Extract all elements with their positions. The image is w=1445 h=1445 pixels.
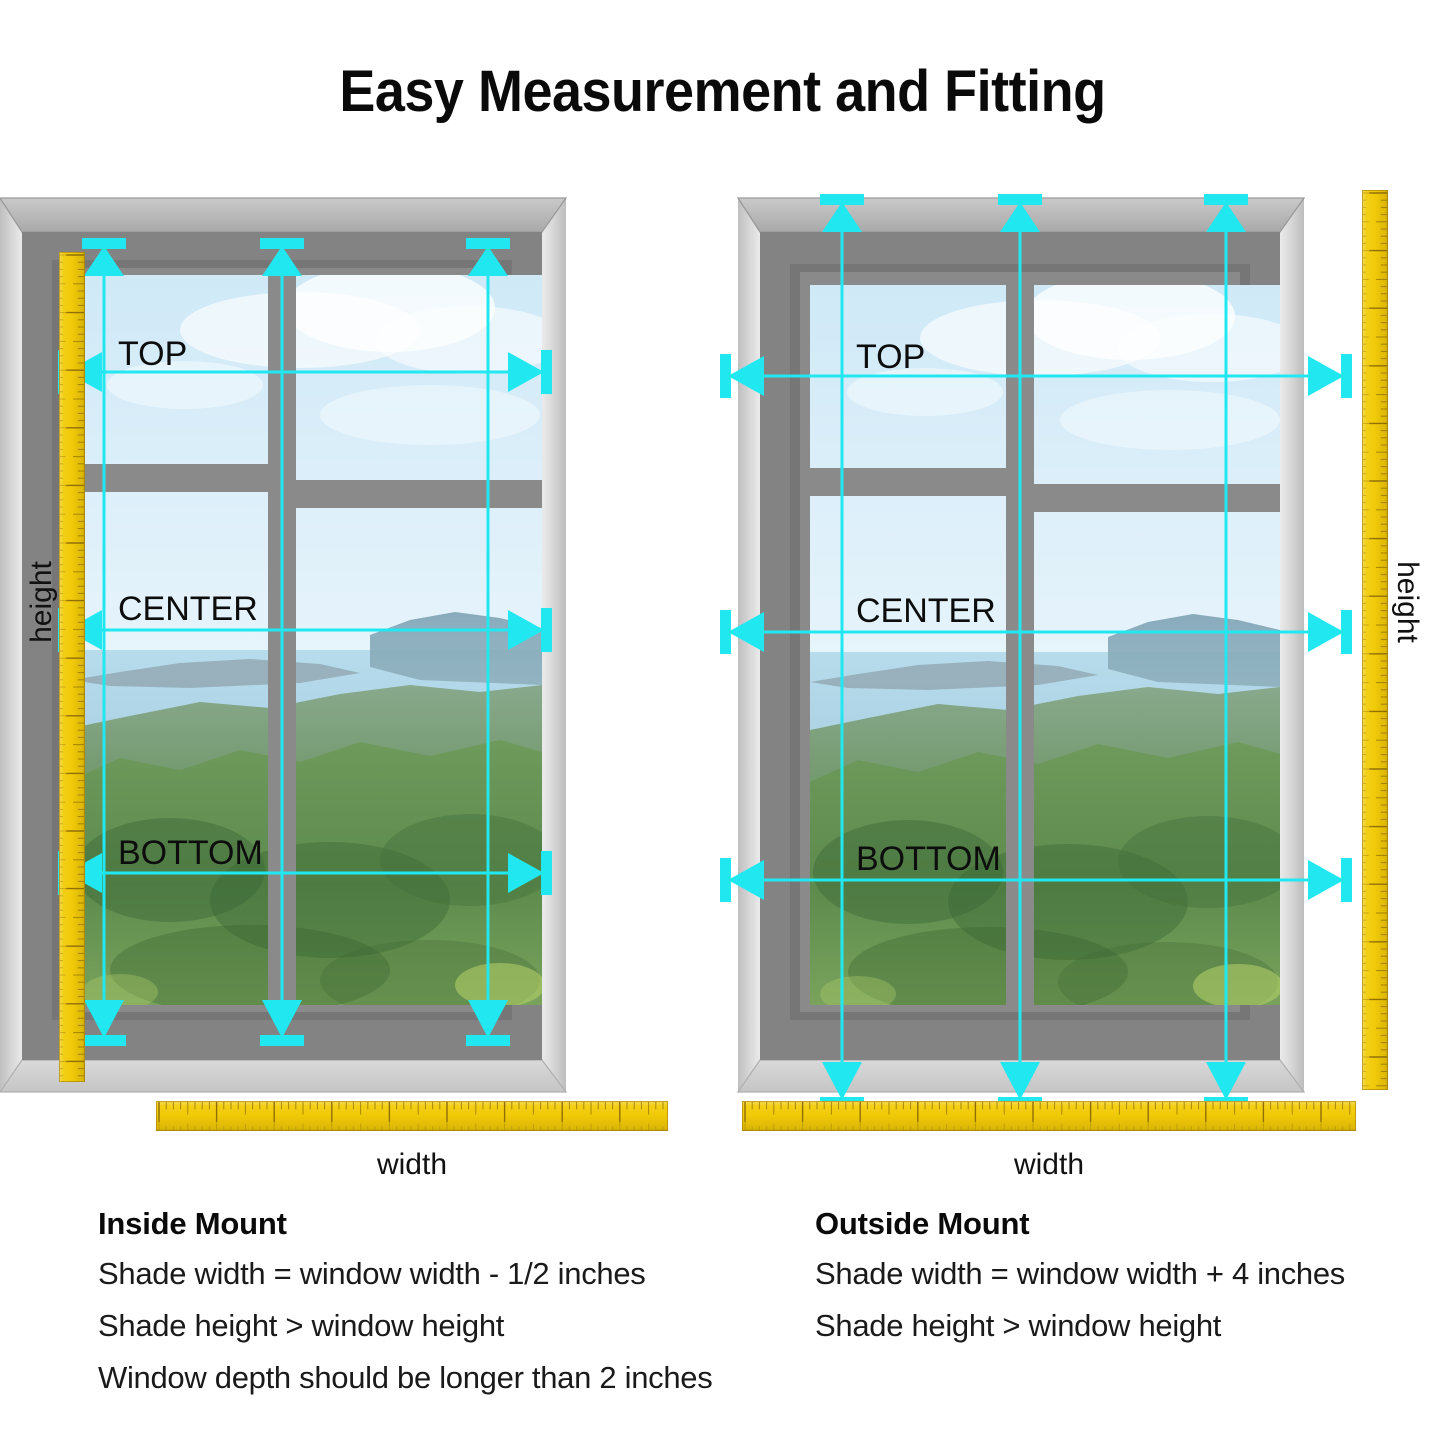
height-label-right: height <box>1391 561 1424 643</box>
measurement-overlay <box>720 194 1352 1108</box>
pane-label-bottom: BOTTOM <box>118 834 263 872</box>
arrow-right-group <box>508 350 552 895</box>
outside-mount-line-1: Shade width = window width + 4 inches <box>815 1256 1346 1291</box>
outside-mount-heading: Outside Mount <box>815 1206 1030 1241</box>
pane-label-center: CENTER <box>118 590 258 628</box>
inside-mount-line-2: Shade height > window height <box>98 1308 505 1343</box>
arrow-right-group <box>1308 354 1352 902</box>
outside-mount-notes: Outside Mount Shade width = window width… <box>815 1206 1445 1360</box>
width-label-left: width <box>376 1148 448 1181</box>
inside-mount-line-1: Shade width = window width - 1/2 inches <box>98 1256 646 1291</box>
arrow-down-group <box>82 1000 510 1046</box>
width-label-right: width <box>1013 1148 1085 1181</box>
inside-mount-heading: Inside Mount <box>98 1206 287 1241</box>
width-ruler-left <box>156 1101 668 1131</box>
width-ruler-right <box>742 1101 1356 1131</box>
arrow-left-group <box>720 354 764 902</box>
outside-mount-diagram: TOP CENTER BOTTOM <box>720 194 1352 1108</box>
pane-label-top: TOP <box>856 338 925 376</box>
arrow-up-group <box>82 238 510 276</box>
inside-mount-diagram: TOP CENTER BOTTOM <box>0 197 568 1093</box>
pane-label-bottom: BOTTOM <box>856 840 1001 878</box>
inside-mount-notes: Inside Mount Shade width = window width … <box>98 1206 818 1412</box>
window-glass-view <box>72 275 542 1005</box>
pane-label-center: CENTER <box>856 592 996 630</box>
page-title: Easy Measurement and Fitting <box>339 59 1106 124</box>
arrow-up-group <box>820 194 1248 232</box>
height-ruler-left <box>59 252 85 1082</box>
inside-mount-line-3: Window depth should be longer than 2 inc… <box>98 1360 713 1395</box>
outside-mount-line-2: Shade height > window height <box>815 1308 1222 1343</box>
pane-label-top: TOP <box>118 335 187 373</box>
height-label-left: height <box>25 561 58 643</box>
window-glass-view <box>810 285 1280 1005</box>
height-ruler-right <box>1362 190 1388 1090</box>
